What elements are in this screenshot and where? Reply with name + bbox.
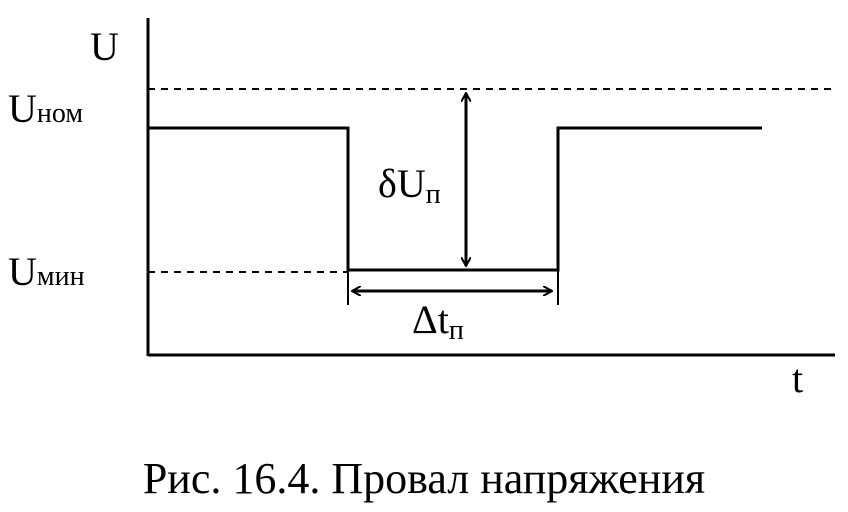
dip-depth-label: δUп — [378, 161, 441, 210]
minimum-level-base: U — [8, 249, 37, 294]
minimum-level-subscript: мин — [37, 261, 85, 292]
x-axis-label: t — [792, 356, 803, 401]
minimum-level-label: Uмин — [8, 249, 85, 294]
dip-duration-label: Δtп — [412, 297, 464, 346]
dip-depth-subscript: п — [426, 179, 441, 210]
nominal-level-base: U — [8, 86, 37, 131]
y-axis-label: U — [90, 24, 119, 69]
nominal-level-subscript: ном — [37, 98, 83, 129]
dip-duration-base: Δt — [412, 297, 449, 342]
dip-depth-base: δU — [378, 161, 426, 206]
dip-duration-subscript: п — [449, 315, 464, 346]
figure-caption: Рис. 16.4. Провал напряжения — [143, 454, 705, 503]
voltage-waveform — [148, 126, 762, 272]
nominal-level-label: Uном — [8, 86, 83, 131]
